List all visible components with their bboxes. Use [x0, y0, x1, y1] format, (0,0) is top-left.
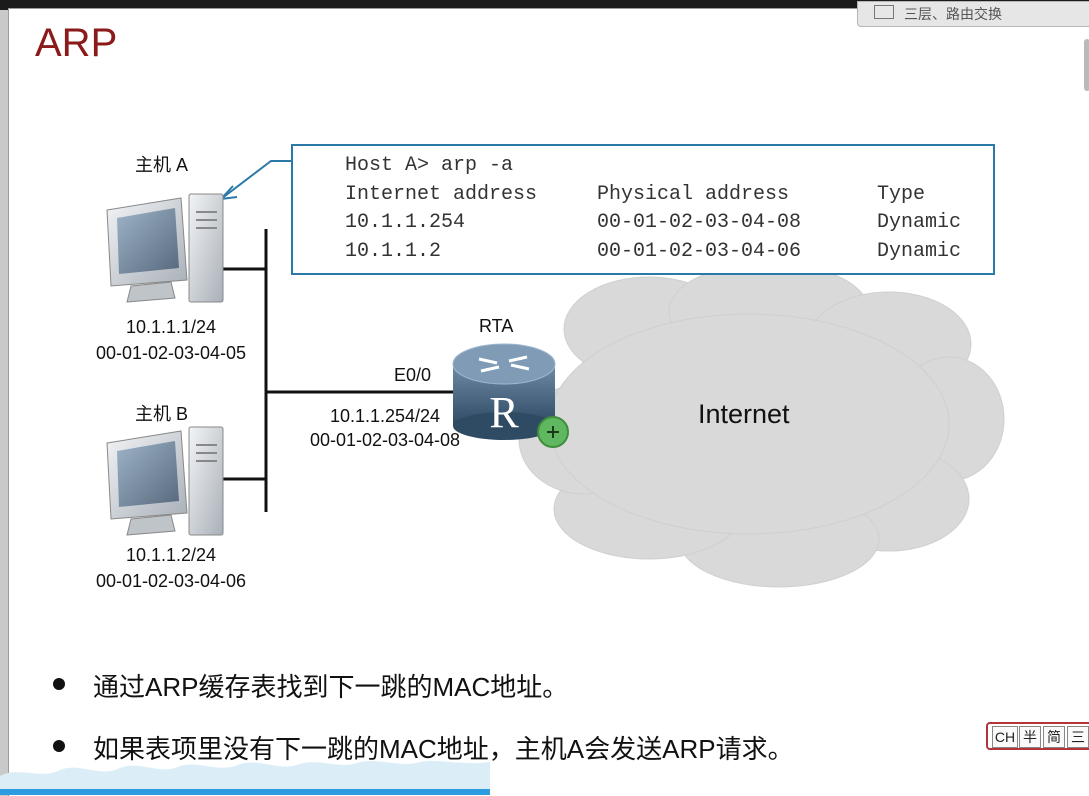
ime-simplified-button[interactable]: 简: [1043, 726, 1065, 748]
slide-title: ARP: [35, 21, 118, 65]
header-tab[interactable]: 三层、路由交换: [857, 1, 1089, 27]
router-glyph: R: [489, 388, 519, 437]
router-name: RTA: [479, 316, 514, 336]
header-tab-label: 三层、路由交换: [904, 6, 1002, 22]
host-b-mac: 00-01-02-03-04-06: [95, 571, 247, 591]
host-a-ip: 10.1.1.1/24: [125, 317, 217, 337]
scrollbar[interactable]: [1084, 39, 1089, 91]
internet-cloud: [518, 262, 1005, 588]
video-progress-wave: [0, 760, 490, 795]
slide-tab-icon: [874, 5, 894, 19]
ime-language-button[interactable]: CH: [992, 726, 1018, 748]
cli-row-type: Dynamic: [877, 211, 962, 234]
router-interface: E0/0: [394, 365, 432, 385]
cli-header-type: Type: [877, 183, 926, 206]
host-b-ip: 10.1.1.2/24: [125, 545, 217, 565]
host-b-computer-icon: [106, 426, 224, 536]
internet-label: Internet: [698, 399, 790, 429]
router-ip: 10.1.1.254/24: [329, 406, 441, 426]
bullet-dot-icon: [53, 740, 65, 752]
ime-toolbar[interactable]: CH 半 简 三: [986, 722, 1089, 750]
ethernet-bus: [221, 229, 454, 512]
cli-row-ip: 10.1.1.2: [345, 240, 442, 263]
router-mac: 00-01-02-03-04-08: [309, 430, 461, 450]
add-connection-icon[interactable]: [537, 416, 569, 448]
ime-menu-button[interactable]: 三: [1067, 726, 1089, 748]
router-icon: [452, 343, 556, 440]
host-a-mac: 00-01-02-03-04-05: [95, 343, 247, 363]
host-b-name: 主机 B: [135, 404, 189, 424]
host-a-name: 主机 A: [135, 155, 189, 175]
network-diagram: R: [106, 160, 1005, 588]
cli-row-mac: 00-01-02-03-04-06: [597, 240, 802, 263]
host-a-computer-icon: [106, 193, 224, 303]
top-window-bar: [0, 0, 1089, 10]
callout-arrow: [220, 160, 291, 200]
cli-header-physical-address: Physical address: [597, 183, 790, 206]
cli-row-ip: 10.1.1.254: [345, 211, 466, 234]
cli-prompt: Host A> arp -a: [345, 154, 514, 177]
cli-row-type: Dynamic: [877, 240, 962, 263]
cli-row-mac: 00-01-02-03-04-08: [597, 211, 802, 234]
arp-cli-output: Host A> arp -a Internet address Physical…: [291, 144, 995, 275]
cli-header-internet-address: Internet address: [345, 183, 538, 206]
ime-halfwidth-button[interactable]: 半: [1019, 726, 1041, 748]
bullet-dot-icon: [53, 678, 65, 690]
slide-canvas: 三层、路由交换 ARP: [8, 1, 1089, 796]
